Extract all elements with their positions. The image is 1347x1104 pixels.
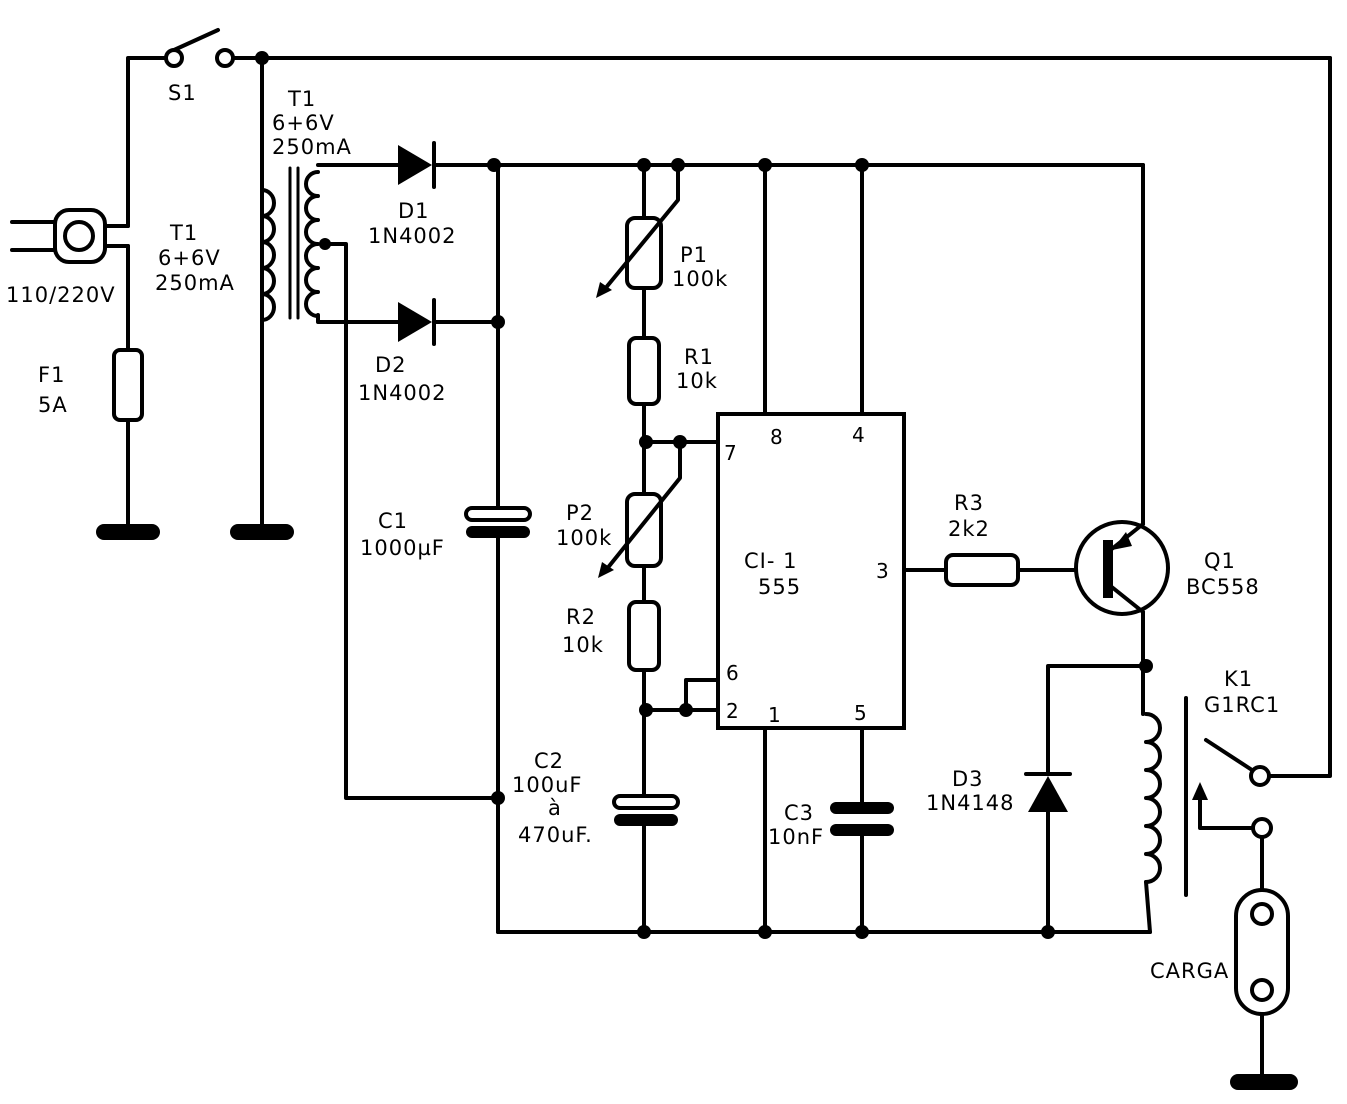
potentiometer-p1-arrow [596, 282, 612, 298]
transistor-q1 [1074, 520, 1170, 616]
transistor-q1-ref: Q1 [1204, 549, 1236, 573]
wire-center-tap [323, 242, 500, 800]
potentiometer-p2-wiper [604, 440, 682, 572]
diode-d3-ref: D3 [952, 767, 984, 791]
capacitor-c1-value: 1000µF [360, 536, 445, 560]
wire-secondary-bottom [316, 313, 400, 324]
ic-pin-4: 4 [852, 423, 866, 447]
diode-d2 [398, 298, 436, 346]
relay-k1-blade [1204, 738, 1254, 772]
junction-bottom-c3 [855, 925, 869, 939]
wire-relay-coil-bottom [1144, 880, 1152, 934]
relay-k1-ref: K1 [1224, 667, 1253, 691]
ic-pin-5: 5 [854, 701, 868, 725]
ic-ref: CI- 1 [744, 549, 797, 573]
switch-s1-label: S1 [168, 81, 197, 105]
resistor-r2-value: 10k [562, 633, 604, 657]
capacitor-c2 [612, 794, 680, 826]
resistor-r2 [627, 600, 661, 672]
junction-bottom-p2 [637, 925, 651, 939]
capacitor-c2-value-2: à [548, 796, 562, 820]
capacitor-c1 [464, 506, 532, 538]
resistor-r3-ref: R3 [954, 491, 984, 515]
capacitor-c2-ref: C2 [534, 749, 564, 773]
junction-pin8 [758, 158, 772, 172]
load-terminal-bottom [1250, 978, 1274, 1002]
ic-part: 555 [758, 575, 801, 599]
load-label: CARGA [1150, 959, 1229, 983]
ic-pin-1: 1 [768, 703, 782, 727]
resistor-r1-value: 10k [676, 369, 718, 393]
ic-pin-8: 8 [770, 425, 784, 449]
capacitor-c3-value: 10nF [768, 825, 824, 849]
diode-d3-part: 1N4148 [926, 791, 1015, 815]
junction-bottom-pin1 [758, 925, 772, 939]
resistor-r3 [944, 553, 1020, 587]
relay-k1-contact-no [1251, 817, 1273, 839]
capacitor-c2-value-3: 470uF. [518, 823, 593, 847]
transformer-t1-voltage: 6+6V [158, 246, 221, 270]
transformer-t1-current: 250mA [155, 271, 235, 295]
fuse-f1 [112, 348, 144, 422]
capacitor-c3 [830, 802, 894, 836]
wire-pin6 [684, 678, 720, 712]
transformer-t1-ref-top: T1 [287, 87, 316, 111]
diode-d1-part: 1N4002 [368, 224, 457, 248]
transistor-q1-part: BC558 [1186, 575, 1260, 599]
potentiometer-p2-value: 100k [556, 526, 612, 550]
load-terminal-top [1250, 902, 1274, 926]
mains-plug [10, 208, 130, 264]
capacitor-c2-value-1: 100uF [512, 773, 582, 797]
switch-s1 [164, 28, 235, 68]
wire-relay-common-to-top-rail [1267, 56, 1332, 778]
potentiometer-p1-value: 100k [672, 267, 728, 291]
transformer-t1 [260, 166, 320, 322]
ic-pin-6: 6 [726, 661, 740, 685]
potentiometer-p2-arrow [598, 562, 614, 578]
fuse-f1-value: 5A [38, 393, 68, 417]
junction-pin4 [855, 158, 869, 172]
potentiometer-p2-ref: P2 [566, 501, 594, 525]
wire-d3-top [1046, 664, 1148, 776]
diode-d1-ref: D1 [398, 199, 430, 223]
capacitor-c1-ref: C1 [378, 509, 408, 533]
diode-d3 [1024, 772, 1072, 812]
ic-pin-2: 2 [726, 699, 740, 723]
relay-k1-actuator [1198, 790, 1254, 830]
ic-pin-7: 7 [724, 441, 738, 465]
diode-d2-part: 1N4002 [358, 381, 447, 405]
capacitor-c3-ref: C3 [784, 801, 814, 825]
resistor-r1-ref: R1 [684, 345, 714, 369]
mains-voltage-label: 110/220V [6, 283, 116, 307]
ic-555 [716, 412, 906, 730]
resistor-r3-value: 2k2 [948, 517, 990, 541]
diode-d1 [398, 141, 436, 189]
potentiometer-p1-wiper [602, 163, 680, 292]
ic-pin-3: 3 [876, 559, 890, 583]
relay-k1-coil [1144, 712, 1162, 884]
transformer-t1-current-top: 250mA [272, 135, 352, 159]
resistor-r1 [627, 336, 661, 406]
wire-mains-to-switch [126, 56, 170, 228]
fuse-f1-ref: F1 [38, 363, 65, 387]
transformer-t1-voltage-top: 6+6V [272, 111, 335, 135]
transformer-t1-ref: T1 [169, 221, 198, 245]
diode-d2-ref: D2 [375, 353, 407, 377]
relay-k1-part: G1RC1 [1204, 693, 1280, 717]
potentiometer-p1-ref: P1 [680, 243, 708, 267]
relay-k1-actuator-arrow [1192, 782, 1208, 800]
resistor-r2-ref: R2 [566, 605, 596, 629]
